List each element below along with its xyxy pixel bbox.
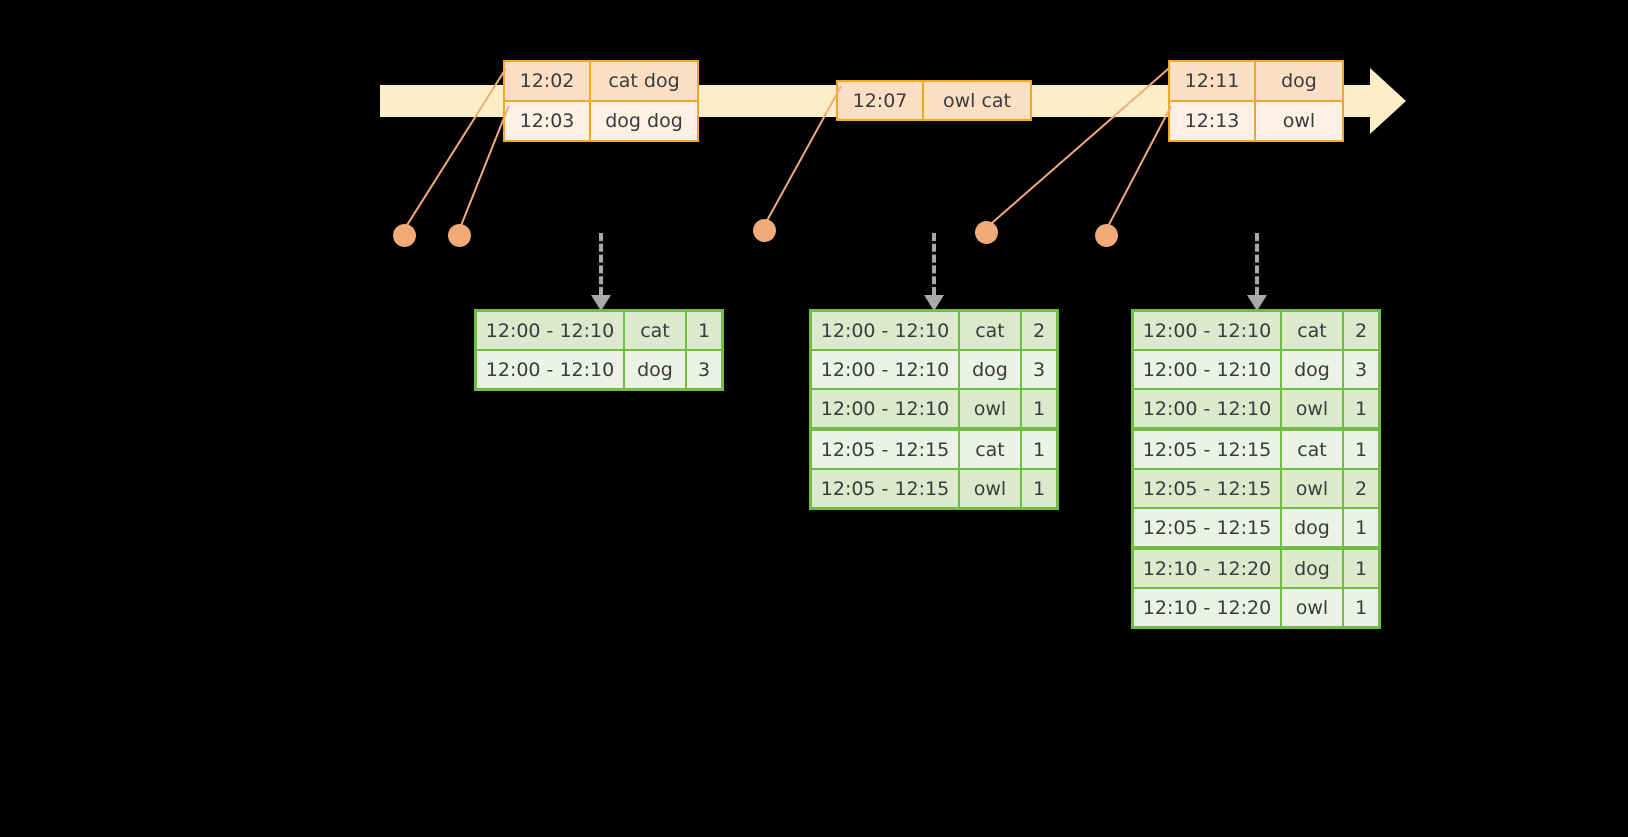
event-row: 12:07 owl cat [838, 82, 1030, 119]
cell-word: cat [960, 431, 1020, 468]
cell-count: 2 [1344, 312, 1378, 349]
event-box-2[interactable]: 12:07 owl cat [836, 80, 1032, 121]
cell-word: dog [625, 351, 685, 388]
connector-dot [1095, 224, 1118, 247]
cell-count: 3 [687, 351, 721, 388]
cell-count: 1 [1344, 589, 1378, 626]
dashed-arrow-shaft [1255, 233, 1259, 295]
cell-count: 3 [1344, 351, 1378, 388]
dashed-arrow-shaft [599, 233, 603, 295]
event-words: owl [1256, 102, 1342, 140]
connector-dot [753, 219, 776, 242]
cell-window: 12:05 - 12:15 [1134, 431, 1280, 468]
cell-window: 12:00 - 12:10 [1134, 351, 1280, 388]
cell-count: 1 [1344, 390, 1378, 427]
cell-word: dog [1282, 550, 1342, 587]
cell-count: 1 [1344, 550, 1378, 587]
cell-word: cat [625, 312, 685, 349]
cell-window: 12:00 - 12:10 [477, 312, 623, 349]
connector-dot [393, 224, 416, 247]
dashed-arrow-head [924, 295, 944, 311]
cell-word: cat [1282, 312, 1342, 349]
event-time: 12:11 [1170, 62, 1256, 100]
cell-word: owl [960, 390, 1020, 427]
dashed-arrow-head [591, 295, 611, 311]
cell-window: 12:00 - 12:10 [812, 390, 958, 427]
event-time: 12:07 [838, 82, 924, 119]
cell-window: 12:00 - 12:10 [812, 312, 958, 349]
event-words: dog dog [591, 102, 697, 140]
cell-count: 1 [1022, 390, 1056, 427]
cell-window: 12:10 - 12:20 [1134, 589, 1280, 626]
connector-dot [975, 221, 998, 244]
dashed-arrow-head [1247, 295, 1267, 311]
event-time: 12:03 [505, 102, 591, 140]
dashed-arrow-shaft [932, 233, 936, 295]
cell-window: 12:05 - 12:15 [812, 431, 958, 468]
cell-count: 1 [1022, 431, 1056, 468]
cell-word: dog [960, 351, 1020, 388]
cell-word: owl [1282, 589, 1342, 626]
cell-word: cat [1282, 431, 1342, 468]
cell-count: 1 [687, 312, 721, 349]
cell-word: owl [1282, 470, 1342, 507]
cell-count: 1 [1344, 509, 1378, 546]
cell-word: owl [960, 470, 1020, 507]
cell-window: 12:00 - 12:10 [1134, 390, 1280, 427]
connector-line [1106, 106, 1172, 229]
event-row: 12:13 owl [1170, 100, 1342, 140]
connector-dot [448, 224, 471, 247]
event-row: 12:02 cat dog [505, 62, 697, 100]
cell-window: 12:00 - 12:10 [1134, 312, 1280, 349]
cell-window: 12:05 - 12:15 [812, 470, 958, 507]
timeline-arrowhead [1370, 68, 1406, 134]
cell-count: 2 [1344, 470, 1378, 507]
cell-word: cat [960, 312, 1020, 349]
event-time: 12:02 [505, 62, 591, 100]
cell-count: 3 [1022, 351, 1056, 388]
cell-word: owl [1282, 390, 1342, 427]
event-row: 12:03 dog dog [505, 100, 697, 140]
event-row: 12:11 dog [1170, 62, 1342, 100]
event-words: cat dog [591, 62, 697, 100]
cell-count: 1 [1022, 470, 1056, 507]
cell-count: 1 [1344, 431, 1378, 468]
event-time: 12:13 [1170, 102, 1256, 140]
cell-word: dog [1282, 509, 1342, 546]
cell-window: 12:00 - 12:10 [812, 351, 958, 388]
cell-window: 12:05 - 12:15 [1134, 470, 1280, 507]
event-words: owl cat [924, 82, 1030, 119]
event-box-1[interactable]: 12:02 cat dog 12:03 dog dog [503, 60, 699, 142]
event-box-3[interactable]: 12:11 dog 12:13 owl [1168, 60, 1344, 142]
event-words: dog [1256, 62, 1342, 100]
connector-line [459, 105, 510, 229]
cell-window: 12:00 - 12:10 [477, 351, 623, 388]
cell-count: 2 [1022, 312, 1056, 349]
cell-word: dog [1282, 351, 1342, 388]
cell-window: 12:05 - 12:15 [1134, 509, 1280, 546]
cell-window: 12:10 - 12:20 [1134, 550, 1280, 587]
